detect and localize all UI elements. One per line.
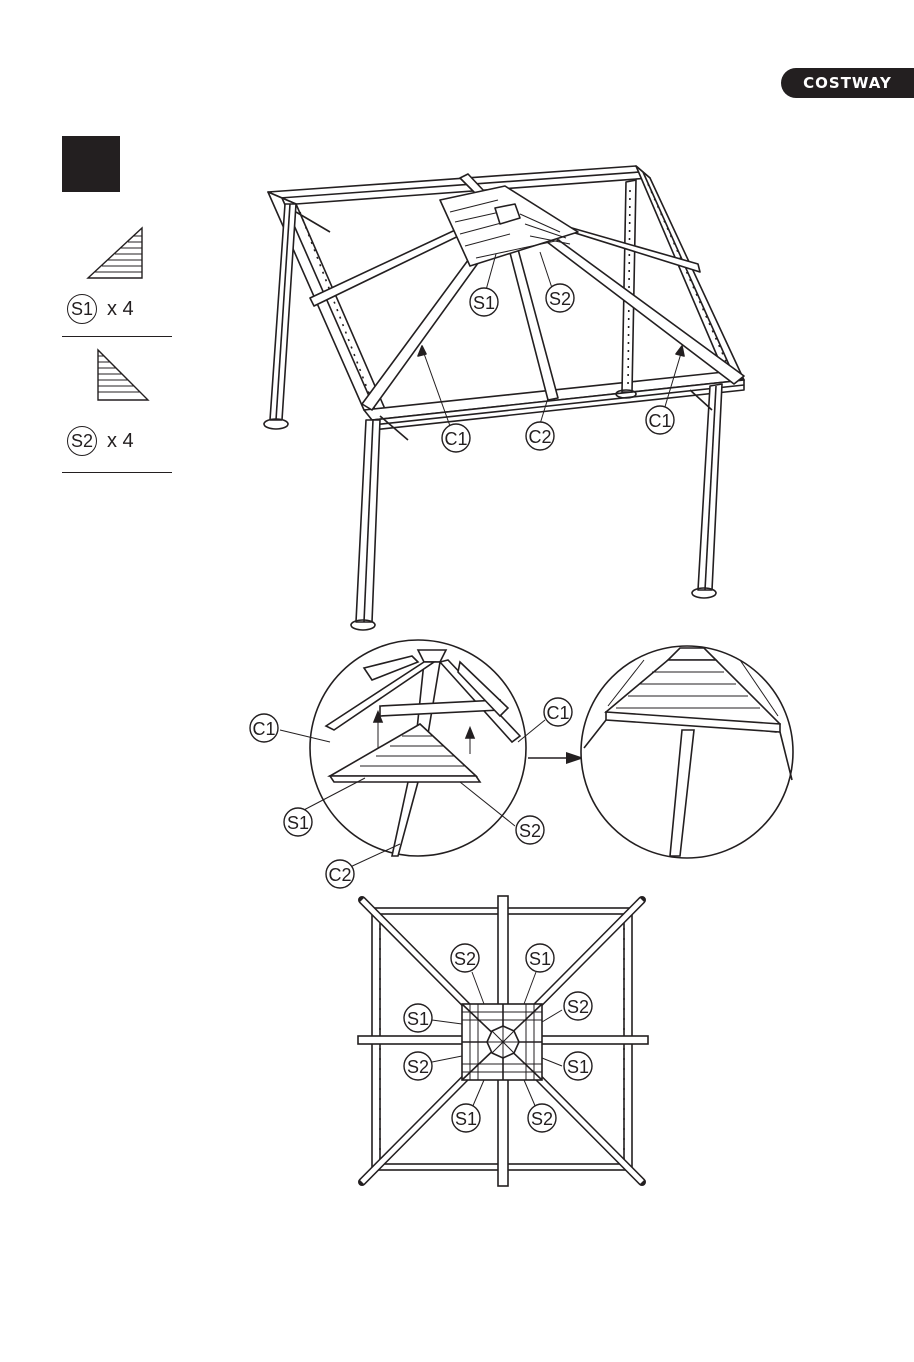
callout-s2: S2	[567, 997, 589, 1017]
callout-s1: S1	[287, 813, 309, 833]
callout-c2: C2	[328, 865, 351, 885]
callout-s1: S1	[407, 1009, 429, 1029]
callout-c1: C1	[252, 719, 275, 739]
gazebo-top-view	[358, 896, 648, 1186]
callout-s1: S1	[529, 949, 551, 969]
callout-c2: C2	[528, 427, 551, 447]
callout-s2: S2	[454, 949, 476, 969]
detail-view-after	[581, 646, 793, 858]
callout-s2: S2	[407, 1057, 429, 1077]
callout-s2: S2	[531, 1109, 553, 1129]
detail-view-before	[280, 640, 545, 868]
callout-c1: C1	[546, 703, 569, 723]
callout-c1: C1	[648, 411, 671, 431]
callout-s1: S1	[567, 1057, 589, 1077]
callout-s2: S2	[549, 289, 571, 309]
callout-s1: S1	[473, 293, 495, 313]
callout-c1: C1	[444, 429, 467, 449]
arrow-icon	[528, 752, 584, 764]
callout-s2: S2	[519, 821, 541, 841]
callout-s1: S1	[455, 1109, 477, 1129]
gazebo-perspective-view	[264, 166, 744, 630]
